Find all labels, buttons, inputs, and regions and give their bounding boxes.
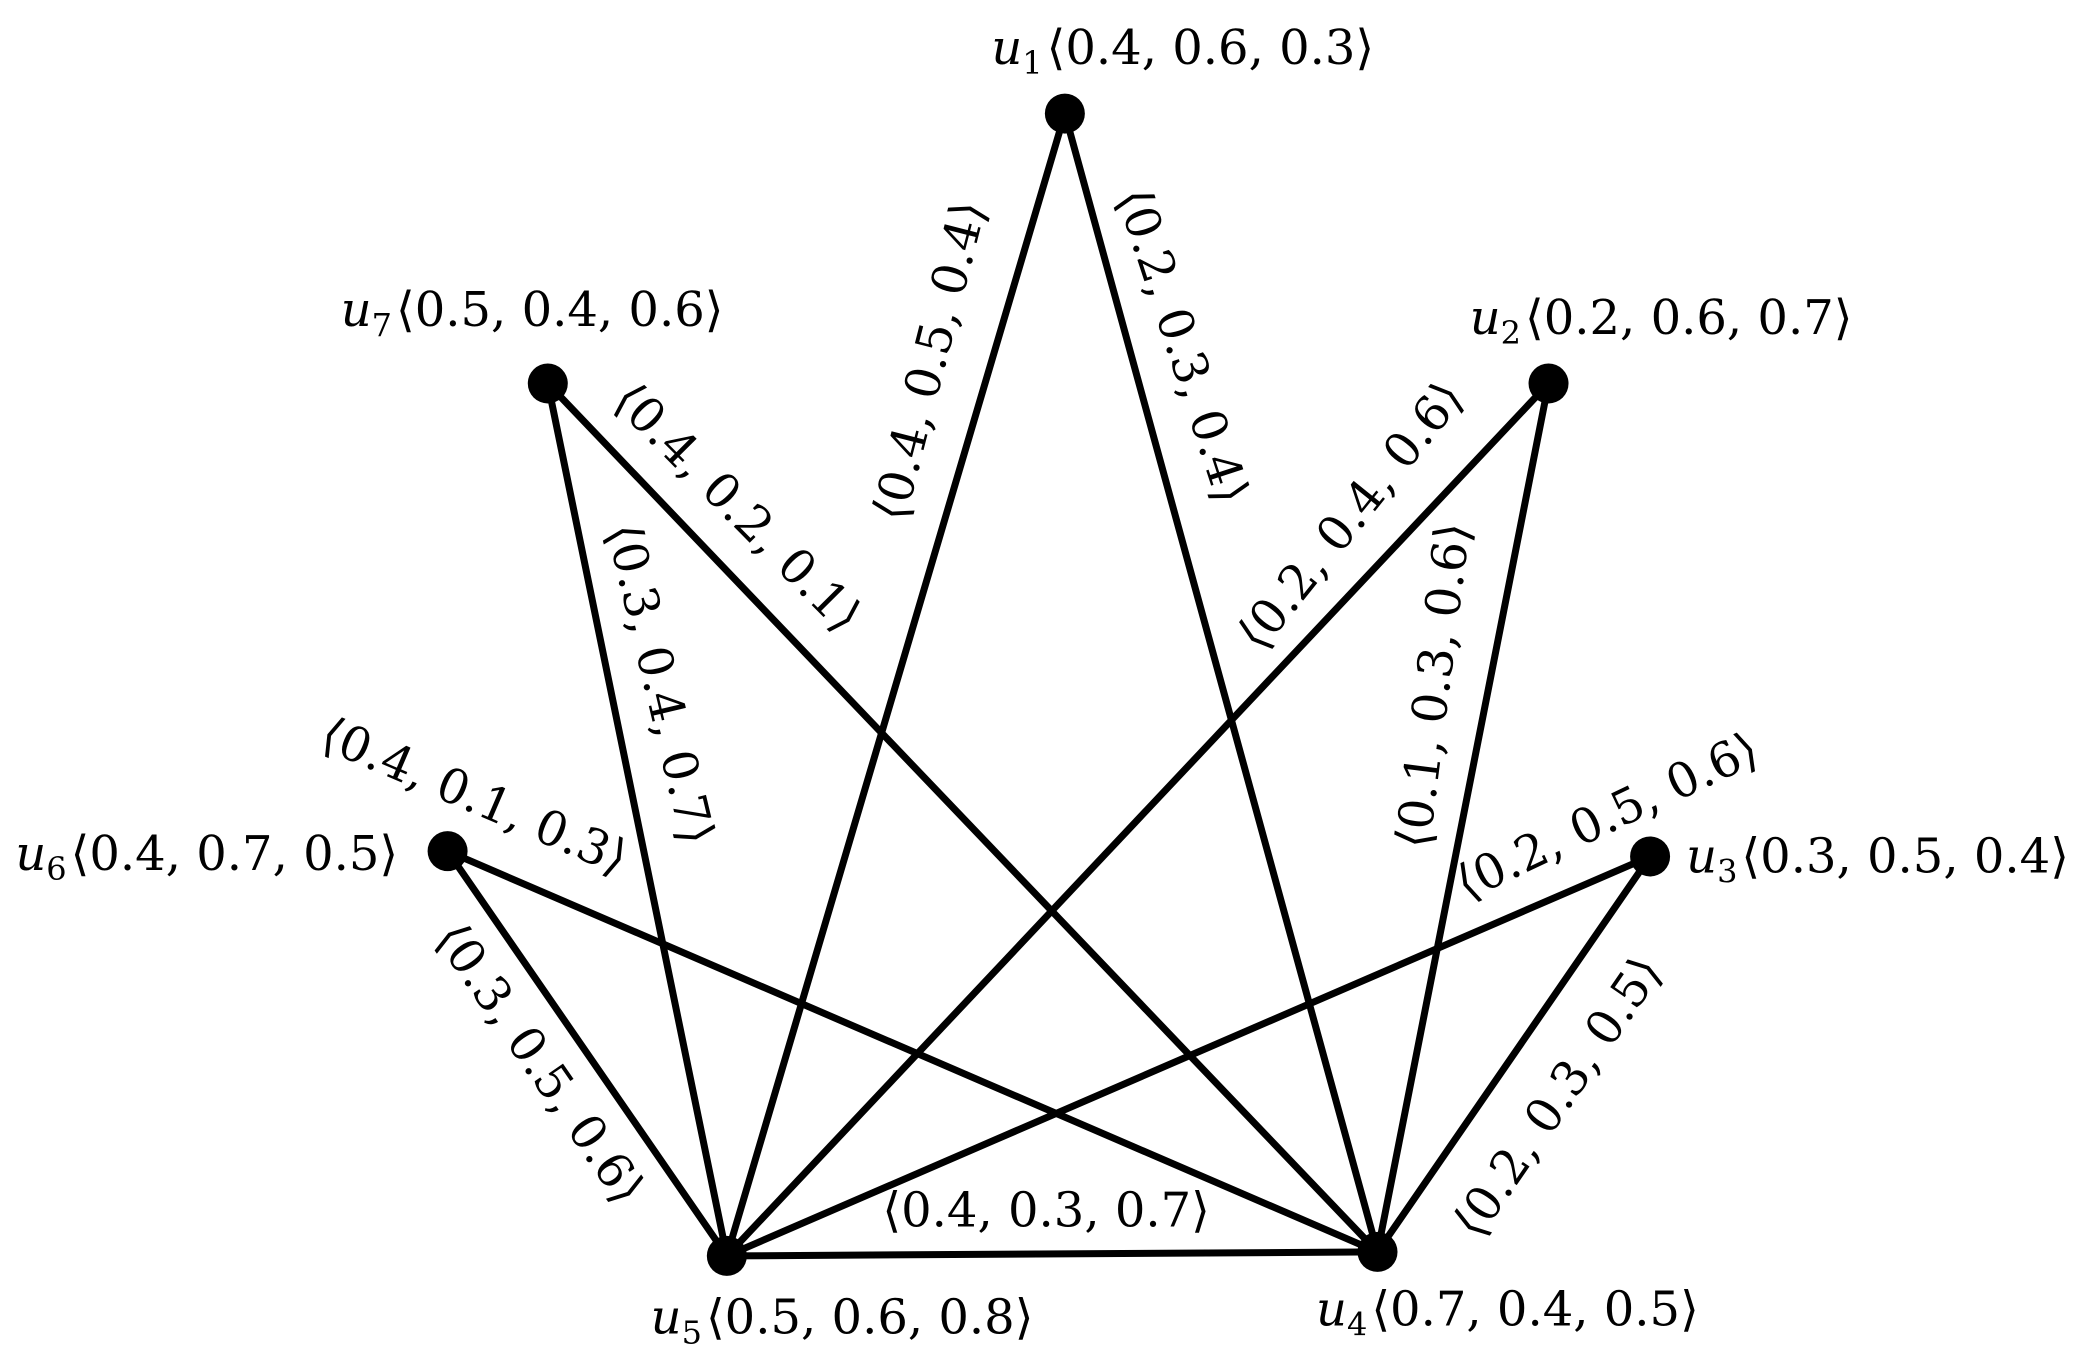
vertex-symbol: u xyxy=(15,826,46,882)
vertex-symbol: u xyxy=(1316,1281,1347,1337)
vertex-u5 xyxy=(706,1235,747,1276)
vertex-value: ⟨0.5, 0.4, 0.6⟩ xyxy=(396,282,724,338)
vertex-value: ⟨0.3, 0.5, 0.4⟩ xyxy=(1741,828,2069,884)
vertex-label-u7: u7⟨0.5, 0.4, 0.6⟩ xyxy=(341,282,724,344)
vertex-u1 xyxy=(1044,93,1085,134)
vertex-value: ⟨0.7, 0.4, 0.5⟩ xyxy=(1371,1281,1699,1337)
vertex-symbol: u xyxy=(651,1289,682,1345)
edge-label-u6-u5: ⟨0.3, 0.5, 0.6⟩ xyxy=(424,913,656,1214)
edge-u2-u5 xyxy=(723,379,1553,1260)
vertex-label-u6: u6⟨0.4, 0.7, 0.5⟩ xyxy=(15,826,398,888)
vertex-u7 xyxy=(527,363,568,404)
vertex-subscript: 6 xyxy=(46,850,66,888)
edge-u1-u4 xyxy=(1061,110,1382,1256)
edge-u7-u5 xyxy=(544,379,731,1260)
vertex-subscript: 2 xyxy=(1501,314,1521,352)
edge-label-u1-u5: ⟨0.4, 0.5, 0.4⟩ xyxy=(862,195,998,526)
vertex-u4 xyxy=(1357,1231,1398,1272)
vertex-subscript: 5 xyxy=(682,1313,702,1351)
edge-layer xyxy=(444,110,1654,1260)
edge-u3-u4 xyxy=(1374,852,1654,1256)
vertex-value: ⟨0.2, 0.6, 0.7⟩ xyxy=(1525,290,1853,346)
vertex-value: ⟨0.4, 0.7, 0.5⟩ xyxy=(71,826,399,882)
vertex-layer xyxy=(427,93,1671,1276)
vertex-u3 xyxy=(1630,836,1671,877)
vertex-value: ⟨0.4, 0.6, 0.3⟩ xyxy=(1047,20,1375,76)
edge-label-u7-u5: ⟨0.3, 0.4, 0.7⟩ xyxy=(595,518,725,850)
vertex-label-u1: u1⟨0.4, 0.6, 0.3⟩ xyxy=(991,20,1374,82)
vertex-label-u2: u2⟨0.2, 0.6, 0.7⟩ xyxy=(1470,290,1853,352)
vertex-subscript: 7 xyxy=(372,306,392,344)
vertex-label-layer: u1⟨0.4, 0.6, 0.3⟩u2⟨0.2, 0.6, 0.7⟩u3⟨0.3… xyxy=(15,20,2069,1351)
vertex-subscript: 3 xyxy=(1717,852,1737,890)
edge-u6-u5 xyxy=(444,847,731,1260)
vertex-symbol: u xyxy=(1470,290,1501,346)
vertex-subscript: 1 xyxy=(1022,44,1042,82)
edge-u6-u4 xyxy=(444,847,1382,1256)
vertex-value: ⟨0.5, 0.6, 0.8⟩ xyxy=(706,1289,1034,1345)
vertex-u2 xyxy=(1528,363,1569,404)
edge-label-u4-u5: ⟨0.4, 0.3, 0.7⟩ xyxy=(882,1183,1210,1239)
vertex-subscript: 4 xyxy=(1347,1305,1367,1343)
edge-u1-u5 xyxy=(723,110,1069,1260)
vertex-symbol: u xyxy=(341,282,372,338)
edge-u4-u5 xyxy=(723,1248,1382,1260)
edge-u2-u4 xyxy=(1374,379,1553,1256)
edge-u7-u4 xyxy=(544,379,1382,1256)
vertex-label-u3: u3⟨0.3, 0.5, 0.4⟩ xyxy=(1686,828,2069,890)
vertex-u6 xyxy=(427,831,468,872)
vertex-symbol: u xyxy=(1686,828,1717,884)
vertex-label-u5: u5⟨0.5, 0.6, 0.8⟩ xyxy=(651,1289,1034,1351)
vertex-label-u4: u4⟨0.7, 0.4, 0.5⟩ xyxy=(1316,1281,1699,1343)
vertex-symbol: u xyxy=(991,20,1022,76)
